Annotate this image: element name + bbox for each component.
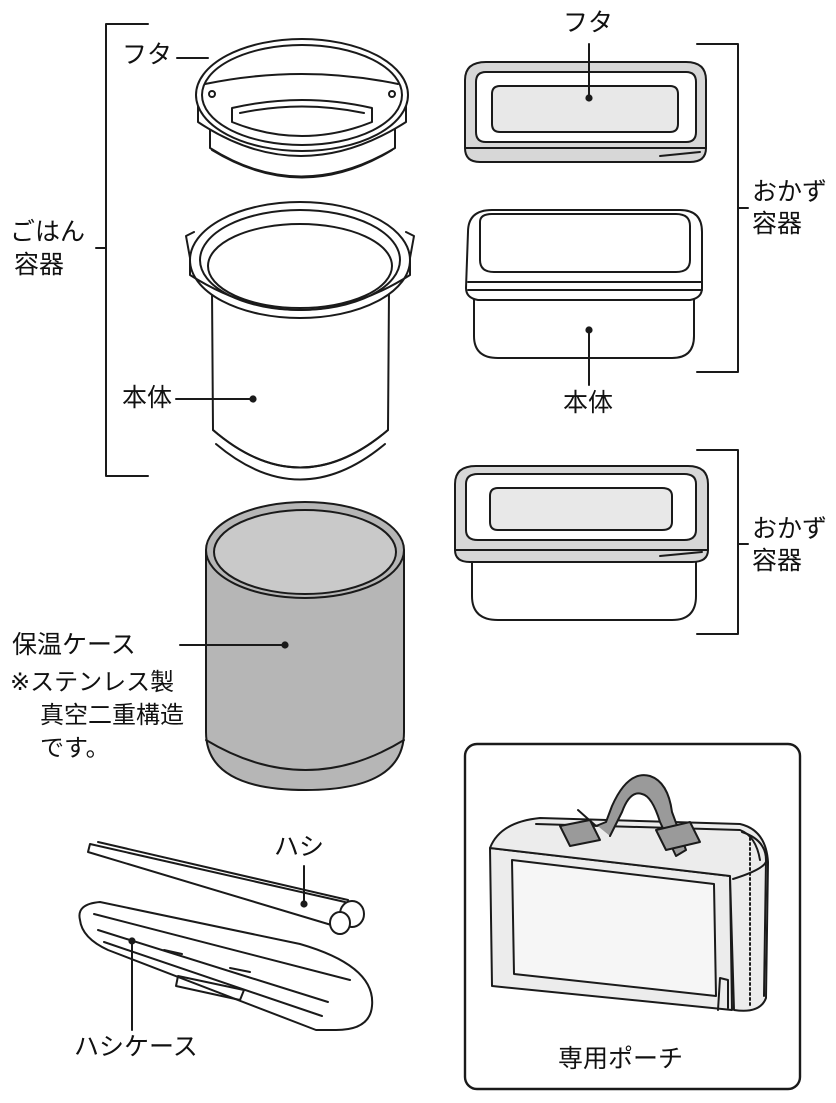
label-insulated-case: 保温ケース (12, 630, 136, 659)
label-note-line2: 真空二重構造 (40, 701, 184, 729)
label-side-lid: フタ (563, 8, 614, 37)
label-side-body: 本体 (563, 388, 614, 417)
label-rice-container-line2: 容器 (14, 250, 65, 279)
label-chopstick-case: ハシケース (74, 1032, 198, 1061)
chopstick-case (78, 901, 374, 1031)
label-side-container1-line1: おかず (752, 177, 828, 206)
chopsticks (87, 841, 365, 935)
label-side-container1-line2: 容器 (752, 209, 803, 238)
label-rice-container-line1: ごはん (10, 217, 86, 246)
rice-container-lid (195, 38, 409, 179)
label-note-line1: ※ステンレス製 (10, 668, 175, 696)
label-note-line3: です。 (40, 734, 110, 762)
insulated-case (205, 501, 405, 791)
label-pouch: 専用ポーチ (558, 1044, 684, 1073)
label-side-container2-line2: 容器 (752, 546, 803, 575)
side-dish-lid (464, 61, 707, 163)
rice-container-body (185, 201, 415, 481)
label-rice-body: 本体 (122, 383, 173, 412)
side-dish-body (465, 209, 703, 359)
label-side-container2-line1: おかず (752, 514, 828, 543)
label-rice-lid: フタ (122, 40, 173, 69)
side-dish-2-assembled (454, 465, 709, 621)
bracket-side-dish-2 (696, 449, 739, 635)
pouch (489, 774, 769, 1012)
bracket-rice-container (105, 23, 149, 477)
label-chopsticks: ハシ (274, 832, 325, 861)
pouch-frame (463, 742, 802, 1091)
